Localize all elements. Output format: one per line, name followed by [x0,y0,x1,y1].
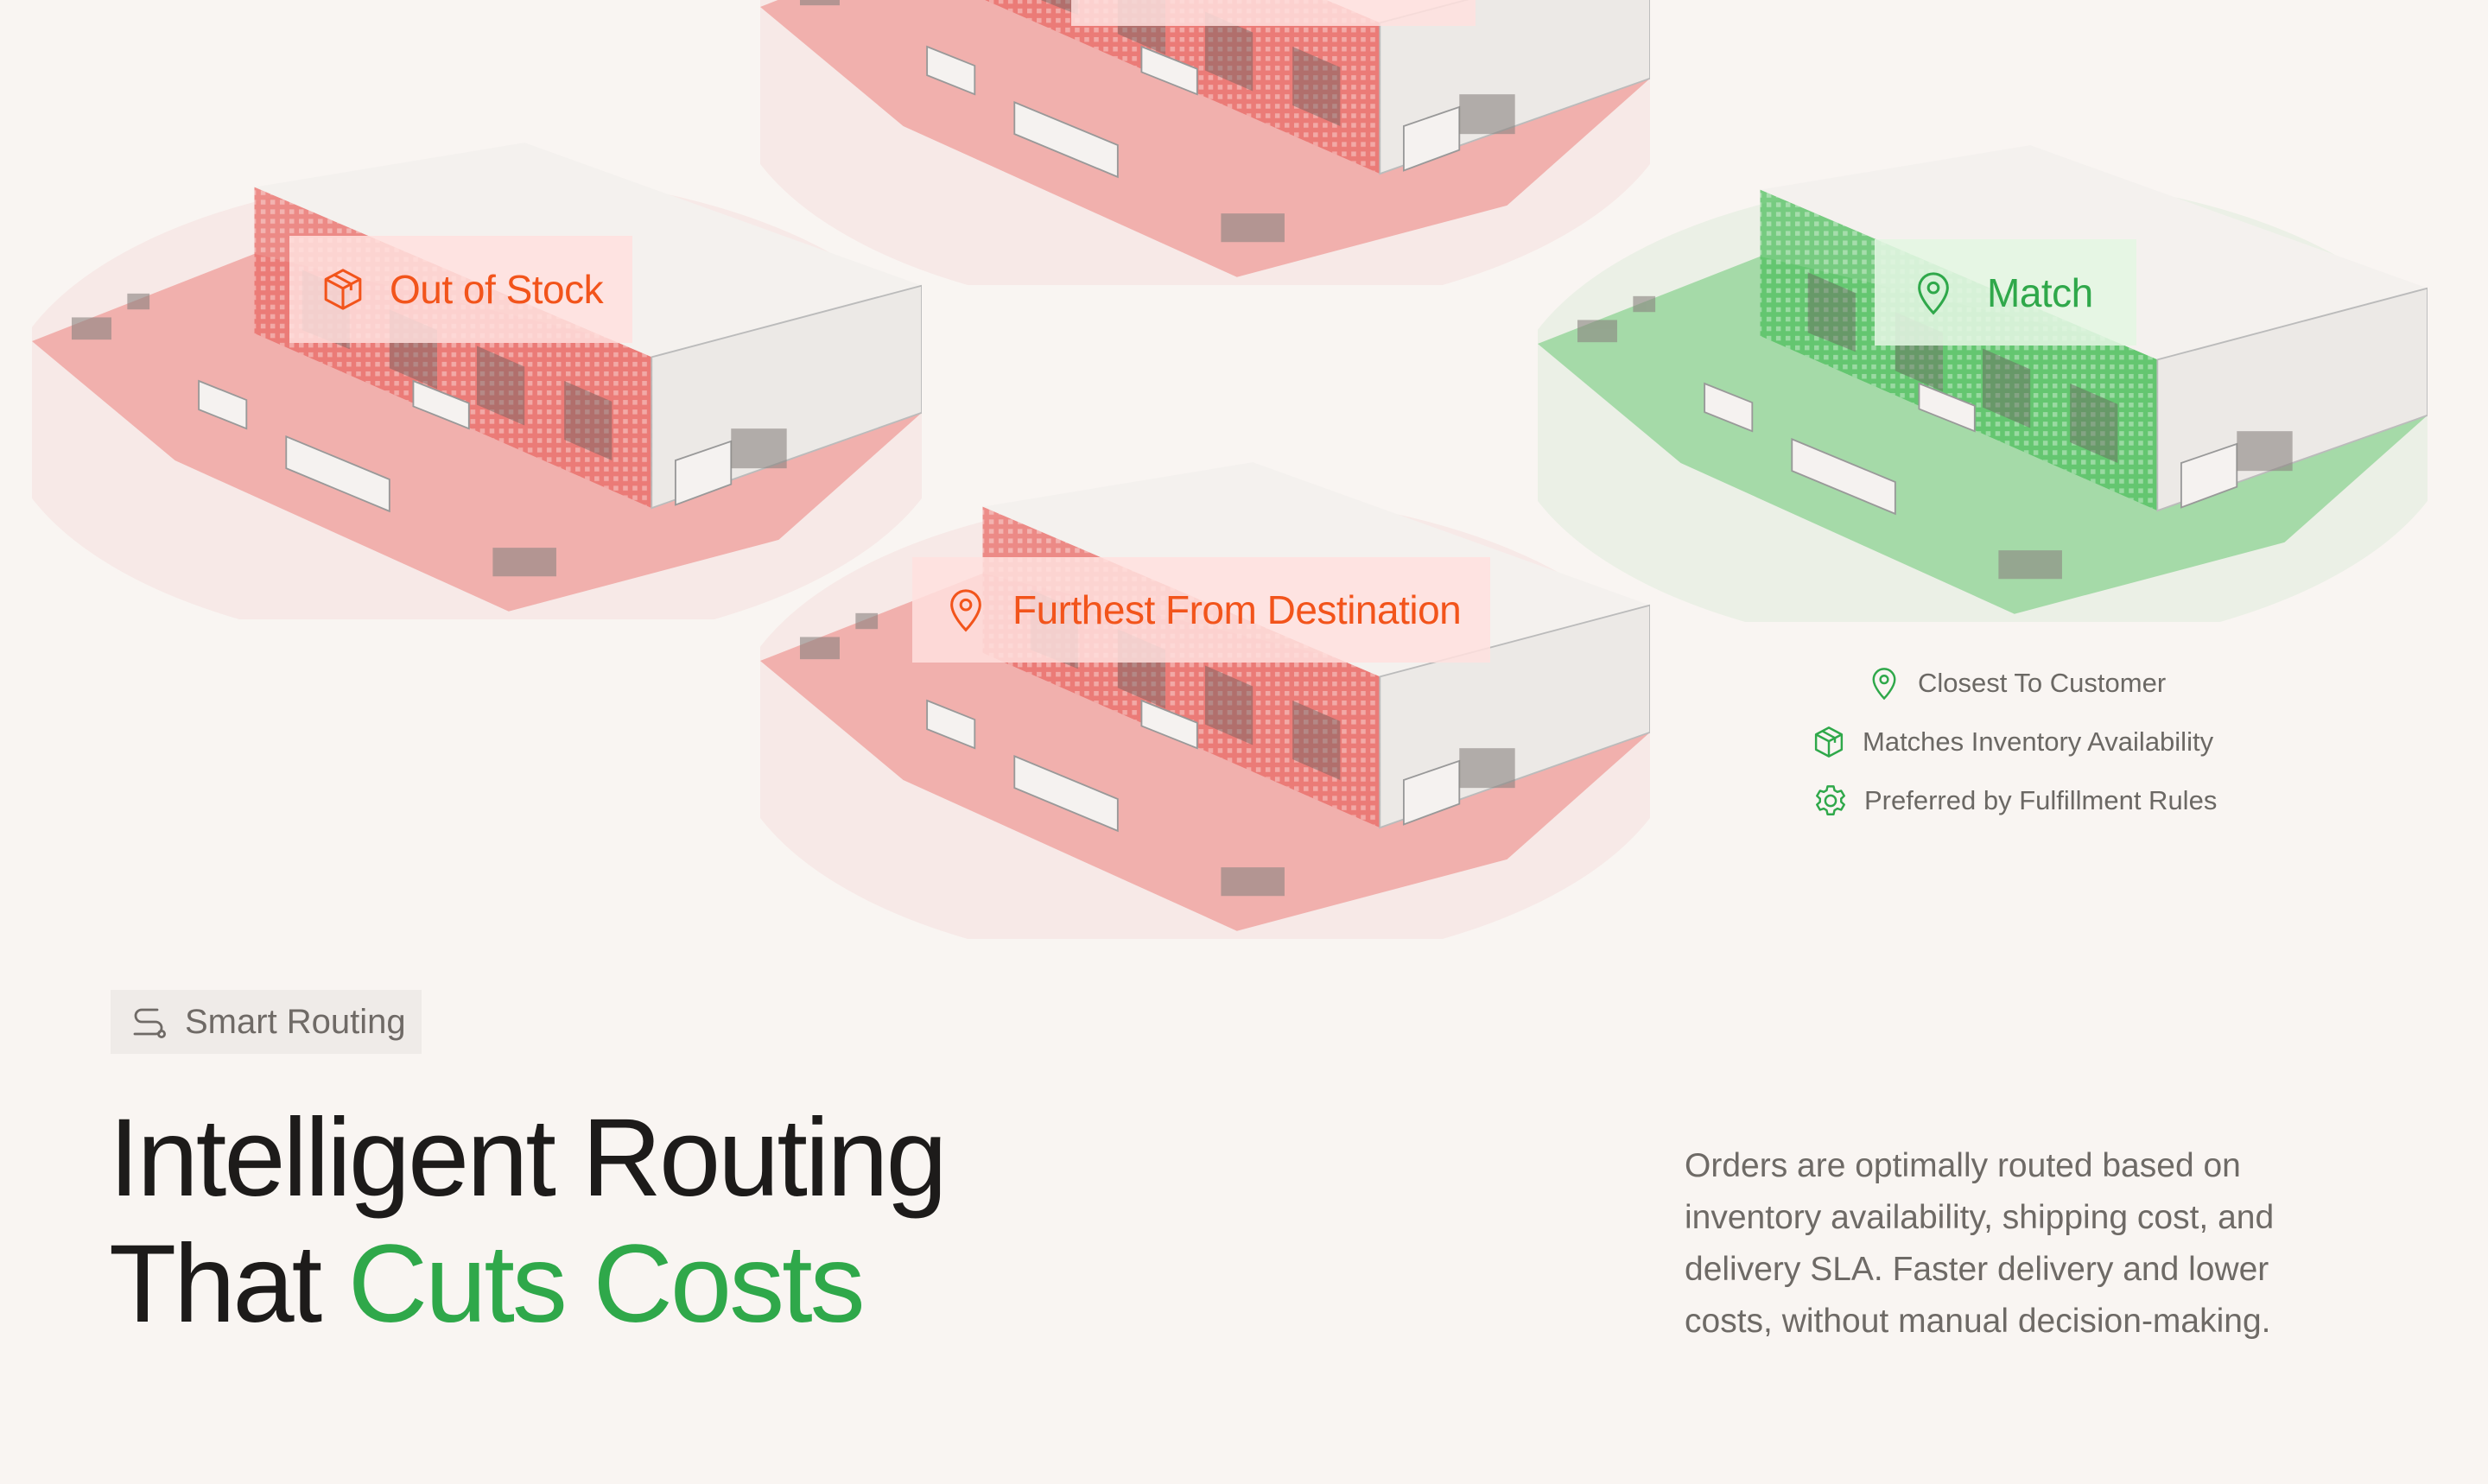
section-description: Orders are optimally routed based on inv… [1685,1147,2275,1340]
criteria-closest: Closest To Customer [1866,665,2166,701]
match-tag: Match [1875,239,2136,346]
out-of-stock-tag: Out of Stock [289,236,633,343]
gear-icon [1816,785,1845,815]
warehouse-furthest [760,462,1650,939]
criteria-rules: Preferred by Fulfillment Rules [1812,783,2217,819]
headline: Intelligent Routing That Cuts Costs [109,1095,948,1348]
warehouse-match [1538,145,2428,622]
section-badge: Smart Routing [111,990,422,1054]
warehouse-top-tag [1071,0,1476,26]
headline-accent: Cuts Costs [347,1222,866,1346]
warehouse-illustration [760,462,1650,939]
criteria-inventory: Matches Inventory Availability [1811,724,2213,760]
map-pin-icon [950,589,981,632]
warehouse-illustration [1538,145,2428,622]
criteria-label: Matches Inventory Availability [1863,726,2214,757]
headline-line-2: That [109,1222,348,1346]
criteria-label: Preferred by Fulfillment Rules [1864,785,2218,815]
tag-label: Match [1987,270,2093,315]
tag-label: Out of Stock [390,267,604,312]
map-pin-icon [1918,271,1949,315]
headline-line-1: Intelligent Routing [109,1096,948,1220]
criteria-label: Closest To Customer [1918,668,2167,698]
badge-label: Smart Routing [185,1002,406,1041]
package-icon [1814,726,1844,758]
route-icon [133,1008,167,1039]
package-icon [324,269,362,310]
tag-label: Furthest From Destination [1012,587,1462,632]
furthest-tag: Furthest From Destination [912,557,1491,663]
map-pin-icon [1872,668,1896,701]
